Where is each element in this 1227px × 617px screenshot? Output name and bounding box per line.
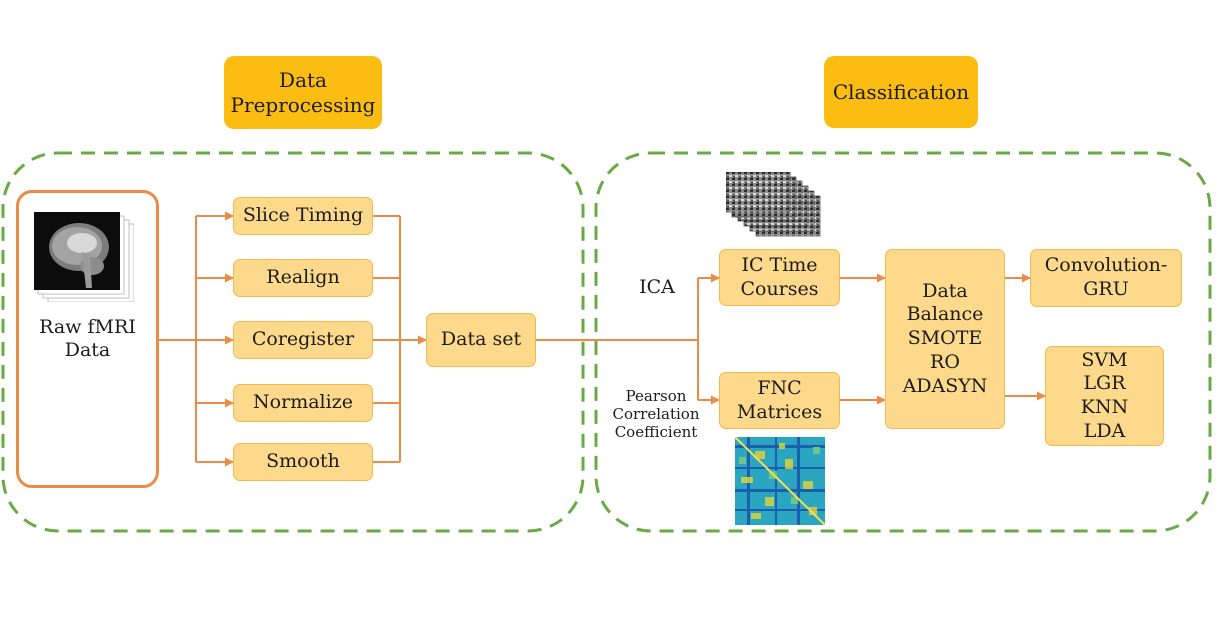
classical-classifiers-box: SVM LGR KNN LDA (1045, 346, 1164, 446)
data-preprocessing-header: Data Preprocessing (224, 56, 382, 129)
slice-timing-step: Slice Timing (233, 197, 373, 235)
coregister-step: Coregister (233, 321, 373, 359)
preprocessing-group-outline (1, 151, 585, 533)
ic-time-courses-box: IC Time Courses (719, 249, 840, 306)
brain-mri-slice-icon (34, 212, 134, 302)
classification-group-outline (594, 151, 1212, 533)
fnc-matrices-box: FNC Matrices (719, 372, 840, 429)
fnc-matrix-heatmap-icon (735, 437, 825, 525)
ic-timecourse-stack-icon (726, 172, 821, 237)
realign-step: Realign (233, 259, 373, 297)
classification-header: Classification (824, 56, 978, 128)
convolution-gru-box: Convolution- GRU (1030, 249, 1182, 307)
raw-fmri-data-label: Raw fMRI Data (39, 316, 136, 361)
ica-label: ICA (639, 276, 675, 298)
data-balance-box: Data Balance SMOTE RO ADASYN (885, 249, 1005, 429)
normalize-step: Normalize (233, 384, 373, 422)
smooth-step: Smooth (233, 443, 373, 481)
data-set-box: Data set (426, 313, 536, 367)
pearson-correlation-label: Pearson Correlation Coefficient (612, 387, 700, 441)
